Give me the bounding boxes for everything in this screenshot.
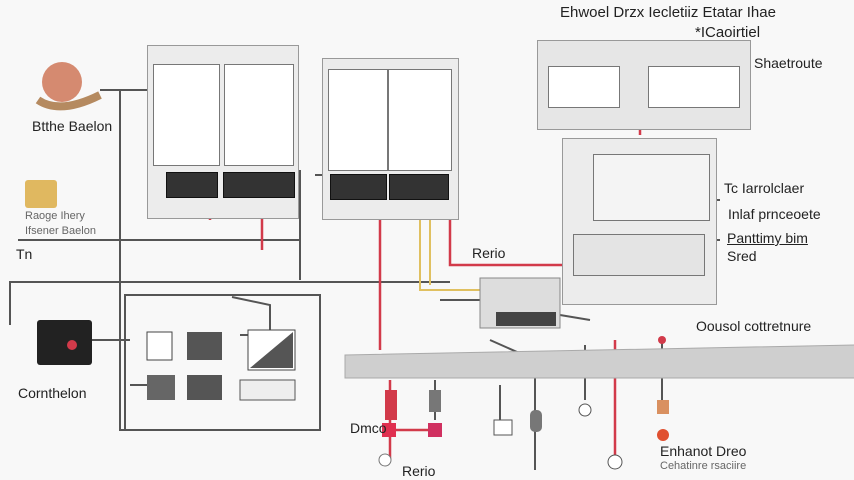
button-row (573, 234, 705, 276)
label: Shaetroute (754, 55, 823, 71)
module-fill (250, 332, 293, 368)
power-led (67, 340, 77, 350)
device-label: Raoge Ihery (25, 210, 85, 222)
plc-panel-2 (322, 58, 459, 220)
label: Inlaf prnceoete (728, 206, 821, 222)
label: Cehatinre rsaciire (660, 460, 747, 472)
relay-terminals (496, 312, 556, 326)
diagram-subtitle: *ICaoirtiel (695, 24, 761, 41)
power-unit-label: Cornthelon (18, 385, 87, 401)
device-label: Btthe Baelon (32, 118, 113, 134)
terminal-block (389, 174, 449, 200)
label: Enhanot Dreo (660, 443, 747, 459)
label: Dmco (350, 420, 387, 436)
display (648, 66, 740, 108)
label: Tc Iarrolclaer (724, 180, 805, 196)
wire (559, 314, 591, 321)
wire-red (448, 190, 570, 267)
module-box (187, 375, 222, 400)
label: Panttimy bim (727, 230, 808, 246)
display (388, 69, 452, 171)
label: Rerio (402, 463, 436, 479)
wire (231, 296, 271, 330)
terminal-block (166, 172, 218, 198)
rail-label: Oousol cottretnure (696, 318, 812, 334)
module-box (187, 332, 222, 360)
house-device-base (35, 91, 102, 111)
folder-icon (25, 180, 57, 208)
terminal-block (330, 174, 387, 200)
label: Sred (727, 248, 757, 264)
house-device-icon (42, 62, 82, 102)
display (153, 64, 220, 166)
tn-label: Tn (16, 246, 33, 262)
display (328, 69, 388, 171)
diagram-title: Ehwoel Drzx Iecletiiz Etatar Ihae (560, 4, 776, 21)
components (378, 336, 669, 470)
din-rail (344, 344, 854, 379)
label: Rerio (472, 245, 506, 261)
terminal-block (223, 172, 295, 198)
display (548, 66, 620, 108)
enclosure (124, 294, 321, 431)
wire-yellow (419, 220, 480, 291)
display (593, 154, 710, 221)
display (224, 64, 294, 166)
plc-panel-1 (147, 45, 299, 219)
module-box (147, 375, 175, 400)
module-box (146, 331, 173, 361)
controller-panel (562, 138, 717, 305)
module-box (239, 379, 296, 401)
power-unit-icon (37, 320, 92, 365)
wire (9, 281, 450, 325)
hmi-screen (537, 40, 751, 130)
device-label: Ifsener Baelon (25, 225, 96, 237)
